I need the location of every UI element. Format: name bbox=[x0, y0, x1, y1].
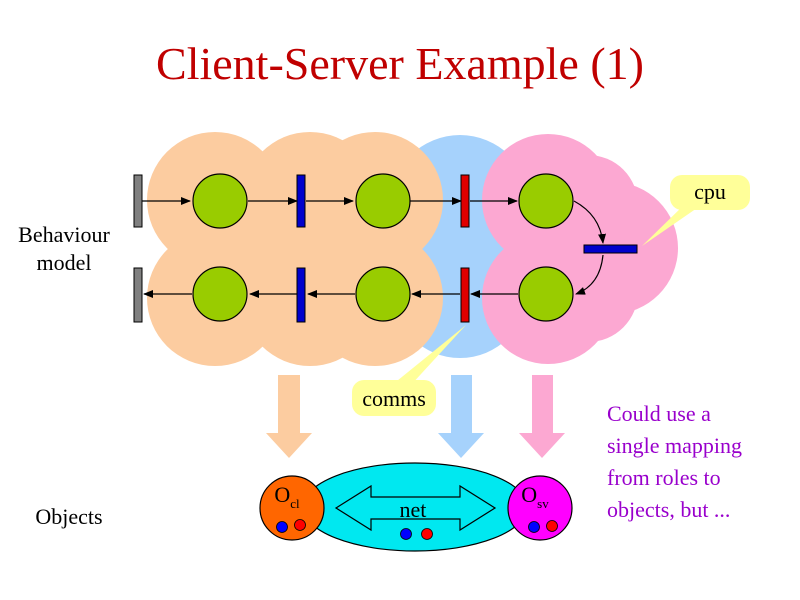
network-label: net bbox=[400, 497, 427, 522]
comms-mapping-arrow bbox=[438, 375, 484, 458]
client-object-subscript: cl bbox=[290, 496, 300, 511]
server-mapping-arrow bbox=[519, 375, 565, 458]
place bbox=[192, 266, 248, 322]
cpu-transition bbox=[583, 244, 638, 254]
objects-label: Objects bbox=[35, 504, 103, 529]
place bbox=[192, 173, 248, 229]
place bbox=[518, 173, 574, 229]
places bbox=[192, 173, 574, 322]
server-object-subscript: sv bbox=[537, 496, 549, 511]
cpu-callout-text: cpu bbox=[694, 179, 726, 204]
network-double-arrow bbox=[334, 484, 497, 532]
place bbox=[355, 266, 411, 322]
client-transition bbox=[296, 267, 306, 323]
server-role-region bbox=[482, 134, 678, 364]
red-token bbox=[546, 520, 558, 532]
end-transition bbox=[133, 267, 143, 323]
client-object bbox=[259, 475, 325, 541]
comms-callout: comms bbox=[352, 325, 466, 416]
comms-transition bbox=[460, 174, 470, 228]
svg-text:Osv: Osv bbox=[521, 482, 549, 511]
client-mapping-arrow bbox=[266, 375, 312, 458]
transitions bbox=[133, 174, 638, 323]
behaviour-model-label: Behaviour model bbox=[18, 222, 110, 275]
start-transition bbox=[133, 174, 143, 228]
comms-transition bbox=[460, 267, 470, 323]
red-token bbox=[294, 519, 306, 531]
blue-token bbox=[276, 521, 288, 533]
comms-callout-text: comms bbox=[362, 386, 426, 411]
arc bbox=[573, 200, 607, 244]
client-transition bbox=[296, 174, 306, 228]
cpu-callout: cpu bbox=[642, 175, 750, 246]
place bbox=[518, 266, 574, 322]
client-role-region bbox=[147, 132, 443, 366]
top-row-arcs bbox=[142, 197, 607, 244]
svg-text:Ocl: Ocl bbox=[274, 482, 300, 511]
blue-token bbox=[528, 521, 540, 533]
mapping-note: Could use a single mapping from roles to… bbox=[607, 401, 743, 522]
red-token bbox=[421, 528, 433, 540]
blue-token bbox=[400, 528, 412, 540]
slide-title: Client-Server Example (1) bbox=[156, 38, 644, 89]
bottom-row-arcs bbox=[143, 254, 604, 298]
client-object-symbol: O bbox=[274, 482, 290, 507]
place bbox=[355, 173, 411, 229]
arc bbox=[575, 254, 604, 295]
server-object-symbol: O bbox=[521, 482, 537, 507]
